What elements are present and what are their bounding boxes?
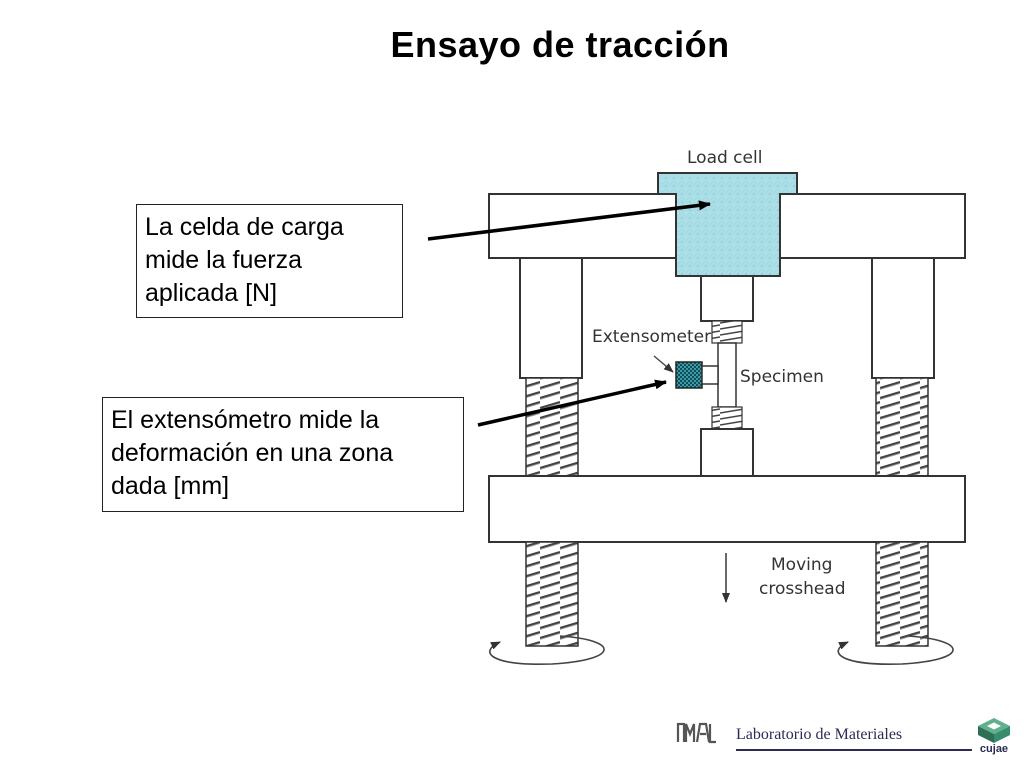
load-cell-callout-line-2: mide la fuerza <box>145 246 303 274</box>
footer-divider <box>736 749 972 751</box>
specimen-thread-bottom <box>711 406 743 430</box>
load-cell-callout-line-1: La celda de carga <box>145 213 344 241</box>
moving-crosshead <box>488 475 966 543</box>
specimen-gauge <box>717 342 737 408</box>
right-column-upper <box>871 257 935 379</box>
extensometer-arm <box>701 365 719 385</box>
right-screw-upper <box>875 377 929 477</box>
footer: Laboratorio de Materiales cujae <box>676 716 1016 758</box>
extensometer-callout-line-3: dada [mm] <box>111 472 230 500</box>
moving-label: Moving <box>771 555 832 575</box>
lab-name: Laboratorio de Materiales <box>736 726 903 743</box>
left-column-upper <box>519 257 583 379</box>
extensometer-callout-arrow <box>477 379 667 427</box>
upper-grip <box>700 275 754 322</box>
cujae-logo: cujae <box>974 716 1014 756</box>
extensometer-callout-line-2: deformación en una zona <box>111 439 394 467</box>
load-cell-callout: La celda de carga mide la fuerza aplicad… <box>136 204 403 318</box>
specimen-label: Specimen <box>740 367 824 387</box>
load-cell-callout-line-3: aplicada [N] <box>145 279 278 307</box>
left-screw-lower <box>525 541 579 647</box>
extensometer-body <box>675 361 703 389</box>
extensometer-pointer <box>653 355 674 373</box>
load-cell-callout-arrow <box>427 200 711 241</box>
extensometer-callout: El extensómetro mide la deformación en u… <box>102 397 464 512</box>
specimen-thread-top <box>711 320 743 344</box>
cujae-logo-text: cujae <box>979 743 1009 755</box>
lab-logo-icon <box>676 722 716 744</box>
lower-grip <box>700 428 754 477</box>
right-rotation-arrow <box>837 635 954 665</box>
crosshead-label: crosshead <box>759 579 846 599</box>
left-rotation-arrow <box>489 635 605 665</box>
slide-title: Ensayo de tracción <box>390 24 730 65</box>
cujae-logo-icon <box>978 718 1010 743</box>
right-screw-lower <box>875 541 929 647</box>
extensometer-label: Extensometer <box>592 327 711 347</box>
extensometer-callout-line-1: El extensómetro mide la <box>111 406 380 434</box>
load-cell-label: Load cell <box>687 148 762 168</box>
load-cell <box>657 172 798 277</box>
left-screw-upper <box>525 377 579 477</box>
